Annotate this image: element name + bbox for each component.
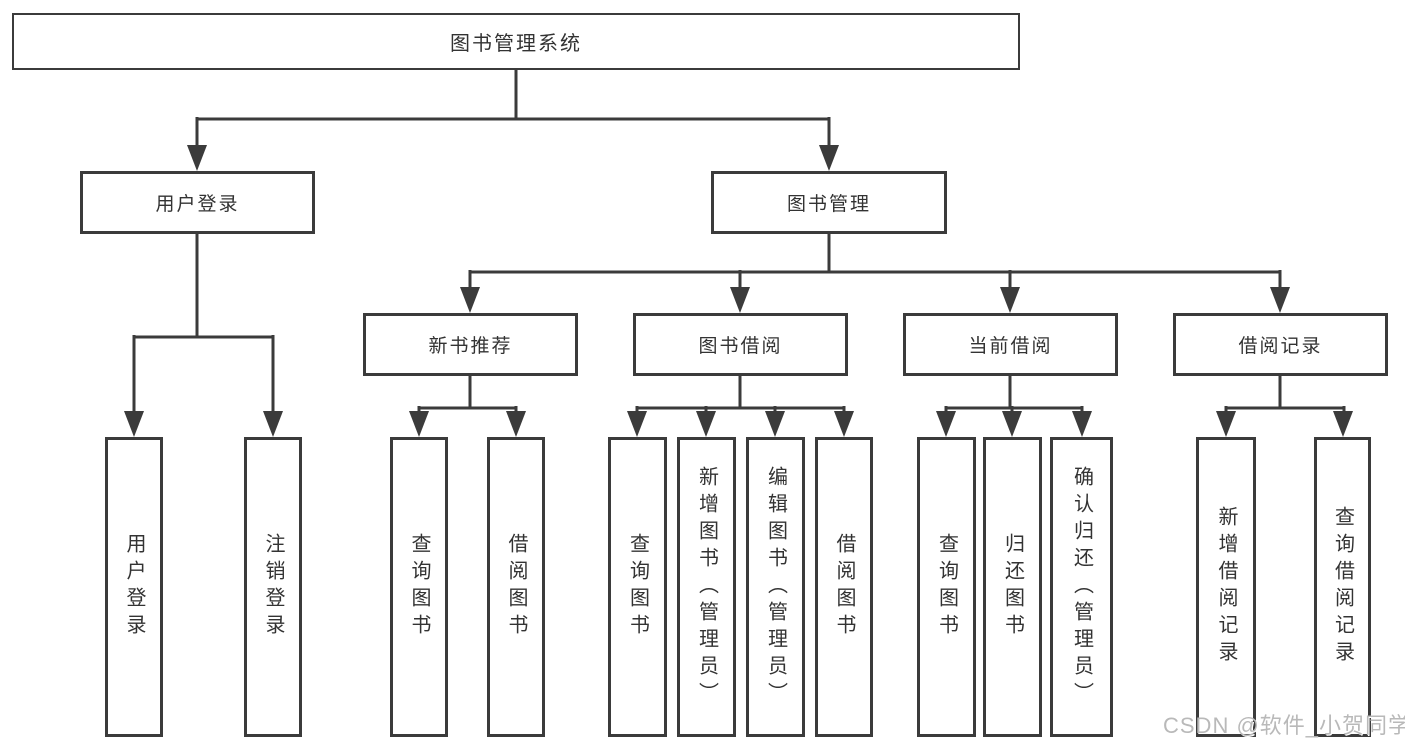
leaf-logout: 注销登录 xyxy=(244,437,302,737)
leaf-user-login: 用户登录 xyxy=(105,437,163,737)
node-label: 查询图书 xyxy=(626,533,649,641)
node-book-borrowing: 图书借阅 xyxy=(633,313,848,376)
node-label: 新增借阅记录 xyxy=(1215,506,1237,668)
node-new-book-recommend: 新书推荐 xyxy=(363,313,578,376)
leaf-return-books: 归还图书 xyxy=(983,437,1042,737)
node-label: 用户登录 xyxy=(123,533,145,641)
node-user-login: 用户登录 xyxy=(80,171,315,234)
node-library-management-system: 图书管理系统 xyxy=(12,13,1020,70)
node-label: 借阅图书 xyxy=(505,533,527,641)
node-label: 查询图书 xyxy=(408,533,430,641)
node-label: 查询图书 xyxy=(935,533,958,641)
node-label: 当前借阅 xyxy=(968,336,1053,357)
node-label: 图书管理系统 xyxy=(450,33,582,55)
node-label: 确认归还（管理员） xyxy=(1070,465,1093,709)
arrowheads xyxy=(124,145,1353,437)
leaf-newbook-query-books: 查询图书 xyxy=(390,437,448,737)
leaf-newbook-borrow-books: 借阅图书 xyxy=(487,437,545,737)
leaf-query-borrow-record: 查询借阅记录 xyxy=(1314,437,1371,737)
leaf-current-query-books: 查询图书 xyxy=(917,437,976,737)
leaf-borrow-borrow-books: 借阅图书 xyxy=(815,437,873,737)
node-current-borrowing: 当前借阅 xyxy=(903,313,1118,376)
node-label: 新增图书（管理员） xyxy=(695,465,718,709)
node-label: 归还图书 xyxy=(1001,533,1024,641)
leaf-edit-books-admin: 编辑图书（管理员） xyxy=(746,437,805,737)
csdn-watermark: CSDN @软件_小贺同学 xyxy=(1163,713,1405,738)
node-label: 注销登录 xyxy=(262,533,284,641)
node-borrowing-records: 借阅记录 xyxy=(1173,313,1388,376)
node-label: 借阅记录 xyxy=(1238,336,1323,357)
node-label: 新书推荐 xyxy=(428,336,513,357)
leaf-borrow-query-books: 查询图书 xyxy=(608,437,667,737)
leaf-add-borrow-record: 新增借阅记录 xyxy=(1196,437,1256,737)
node-book-management: 图书管理 xyxy=(711,171,947,234)
node-label: 编辑图书（管理员） xyxy=(764,465,787,709)
node-label: 查询借阅记录 xyxy=(1331,506,1354,668)
node-label: 图书管理 xyxy=(786,194,871,215)
node-label: 借阅图书 xyxy=(833,533,855,641)
node-label: 用户登录 xyxy=(155,194,240,215)
leaf-confirm-return-admin: 确认归还（管理员） xyxy=(1050,437,1113,737)
node-label: 图书借阅 xyxy=(698,336,783,357)
leaf-add-books-admin: 新增图书（管理员） xyxy=(677,437,736,737)
